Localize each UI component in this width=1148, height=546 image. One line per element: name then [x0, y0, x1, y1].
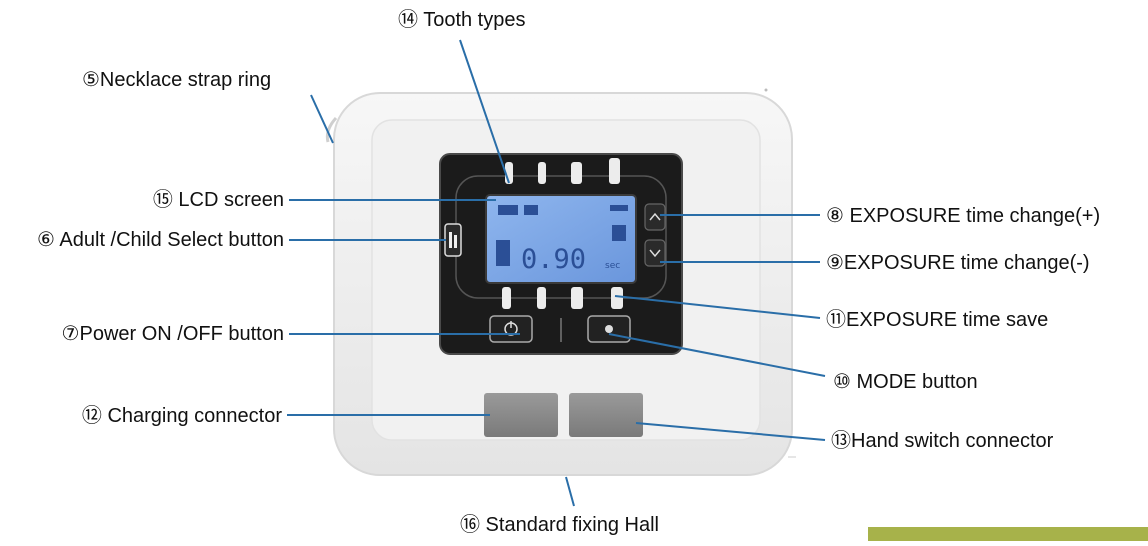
label-exposure-minus: ⑨EXPOSURE time change(-): [826, 252, 1090, 274]
label-power-button: ⑦Power ON /OFF button: [61, 323, 284, 345]
label-mode-button: ⑩ MODE button: [833, 371, 978, 393]
leader-line: [635, 422, 826, 441]
leader-line: [310, 94, 334, 144]
charging-connector: [484, 393, 558, 437]
tooth-icon: [611, 287, 623, 309]
label-tooth-types: ⑭ Tooth types: [398, 9, 526, 31]
label-charging-connector: ⑫ Charging connector: [81, 405, 282, 427]
label-adult-child-select: ⑥ Adult /Child Select button: [37, 229, 284, 251]
chevron-up-icon: [649, 212, 661, 221]
speck: [764, 88, 768, 92]
adult-child-select-button[interactable]: [444, 223, 462, 257]
tooth-icon: [537, 287, 546, 309]
leader-line: [565, 476, 575, 507]
tooth-icon: [538, 162, 546, 184]
label-standard-fixing-hall: ⑯ Standard fixing Hall: [460, 514, 659, 536]
lcd-screen: [485, 194, 637, 284]
tooth-icon: [502, 287, 511, 309]
leader-lines: [287, 39, 826, 507]
power-button[interactable]: [489, 315, 533, 343]
leader-line: [614, 295, 821, 319]
tooth-icons-bottom: [502, 287, 623, 309]
leader-line: [459, 39, 510, 184]
accent-bar: [868, 527, 1148, 541]
exposure-minus-button[interactable]: [644, 239, 666, 267]
adult-child-icon: [449, 232, 457, 248]
chevron-down-icon: [649, 249, 661, 258]
lcd-segment: [612, 225, 626, 241]
tooth-icon: [571, 287, 583, 309]
label-exposure-save: ⑪EXPOSURE time save: [826, 309, 1049, 331]
exposure-plus-button[interactable]: [644, 203, 666, 231]
tooth-icon: [609, 158, 620, 184]
hand-switch-connector: [569, 393, 643, 437]
lcd-segment: [610, 205, 628, 211]
label-lcd-screen: ⑮ LCD screen: [152, 189, 284, 211]
lcd-segment: [496, 240, 510, 266]
necklace-strap-ring: [325, 116, 338, 143]
tooth-icon: [571, 162, 582, 184]
leader-line: [608, 333, 826, 377]
label-necklace-strap-ring: ⑤Necklace strap ring: [82, 69, 272, 91]
label-exposure-plus: ⑧ EXPOSURE time change(+): [826, 205, 1101, 227]
mode-icon: [605, 325, 613, 333]
lcd-segment: [498, 205, 518, 215]
label-hand-switch-connector: ⑬Hand switch connector: [831, 430, 1054, 452]
lcd-segment: [524, 205, 538, 215]
lcd-unit: sec: [605, 261, 620, 271]
lcd-time-readout: 0.90: [521, 244, 586, 275]
